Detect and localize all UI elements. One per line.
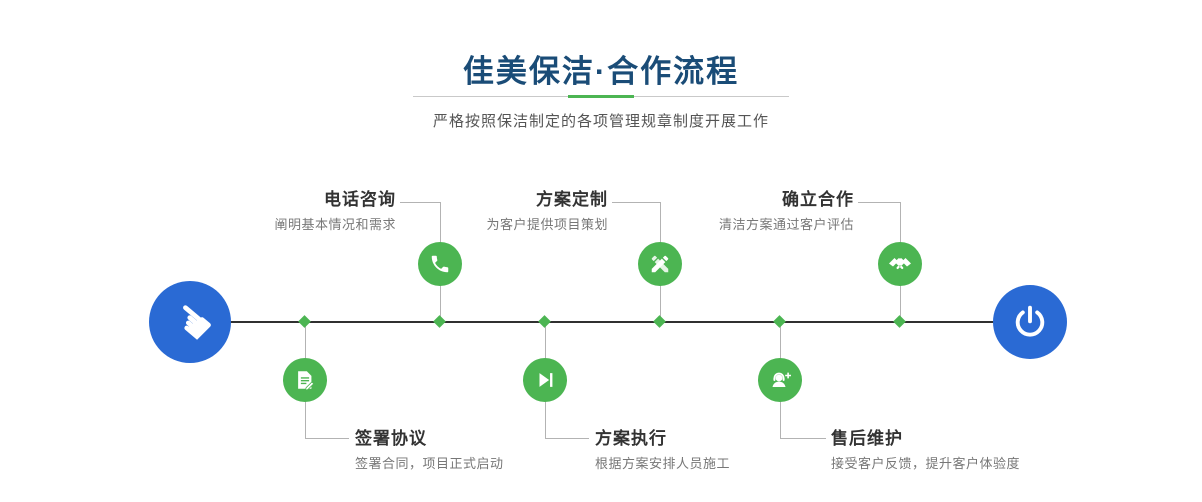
timeline-diamond	[433, 315, 446, 328]
connector-line	[305, 438, 349, 439]
step-node-execute	[523, 358, 567, 402]
handshake-icon	[888, 252, 912, 276]
timeline-diamond	[538, 315, 551, 328]
step-title: 售后维护	[831, 429, 903, 448]
title-divider	[413, 94, 789, 98]
connector-line	[400, 202, 440, 203]
start-node: ☚	[149, 281, 231, 363]
step-node-cooperate	[878, 242, 922, 286]
phone-icon	[429, 253, 451, 275]
step-aftersale-service: 售后维护 接受客户反馈，提升客户体验度	[831, 429, 1091, 472]
page-subtitle: 严格按照保洁制定的各项管理规章制度开展工作	[432, 113, 769, 130]
divider-green-accent	[568, 95, 634, 98]
crossed-pens-icon	[649, 253, 671, 275]
step-establish-coop: 确立合作 清洁方案通过客户评估	[634, 190, 854, 233]
support-agent-icon	[768, 368, 792, 392]
timeline-diamond	[773, 315, 786, 328]
connector-line	[858, 202, 900, 203]
step-plan-execute: 方案执行 根据方案安排人员施工	[595, 429, 825, 472]
timeline-diamond	[653, 315, 666, 328]
page-title: 佳美保洁·合作流程	[462, 54, 740, 89]
play-icon	[534, 369, 556, 391]
step-desc: 根据方案安排人员施工	[595, 456, 731, 471]
step-node-plan	[638, 242, 682, 286]
timeline-diamond	[893, 315, 906, 328]
step-title: 签署协议	[355, 429, 427, 448]
end-node	[993, 285, 1067, 359]
step-title: 方案定制	[536, 190, 608, 209]
pointing-hand-icon: ☚	[160, 288, 226, 355]
step-node-phone	[418, 242, 462, 286]
step-plan-custom: 方案定制 为客户提供项目策划	[388, 190, 608, 233]
contract-icon	[294, 369, 316, 391]
step-title: 方案执行	[595, 429, 667, 448]
step-desc: 签署合同，项目正式启动	[355, 456, 504, 471]
timeline-diamond	[298, 315, 311, 328]
connector-line	[780, 438, 826, 439]
step-desc: 清洁方案通过客户评估	[718, 217, 854, 232]
step-desc: 阐明基本情况和需求	[274, 217, 396, 232]
connector-line	[612, 202, 660, 203]
step-title: 确立合作	[782, 190, 854, 209]
step-node-aftersale	[758, 358, 802, 402]
connector-line	[545, 438, 589, 439]
step-title: 电话咨询	[324, 190, 396, 209]
step-desc: 接受客户反馈，提升客户体验度	[831, 456, 1021, 471]
step-node-contract	[283, 358, 327, 402]
step-desc: 为客户提供项目策划	[486, 217, 608, 232]
step-sign-contract: 签署协议 签署合同，项目正式启动	[355, 429, 585, 472]
timeline-line	[190, 321, 1030, 323]
step-tel-consult: 电话咨询 阐明基本情况和需求	[176, 190, 396, 233]
power-icon	[1012, 304, 1048, 340]
